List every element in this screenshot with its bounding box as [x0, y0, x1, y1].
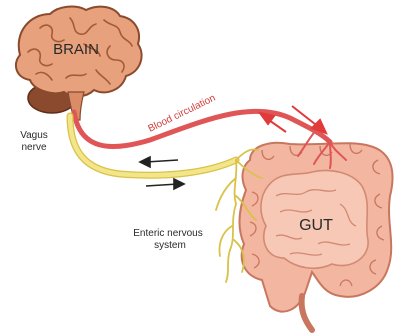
- blood-vessel: [74, 111, 330, 146]
- enteric-label-line2: system: [154, 240, 186, 251]
- arrow-to-brain-signal-head: [140, 157, 150, 167]
- gut: GUT: [240, 143, 393, 330]
- brain-label: BRAIN: [53, 41, 99, 58]
- arrow-to-gut-signal-head: [174, 179, 184, 189]
- enteric-label-line1: Enteric nervous: [133, 228, 202, 239]
- rectum: [302, 296, 312, 330]
- gut-label: GUT: [299, 217, 333, 234]
- vagus-label-line1: Vagus: [20, 130, 48, 141]
- vagus-label-line2: nerve: [21, 142, 46, 153]
- brain: BRAIN: [16, 7, 142, 120]
